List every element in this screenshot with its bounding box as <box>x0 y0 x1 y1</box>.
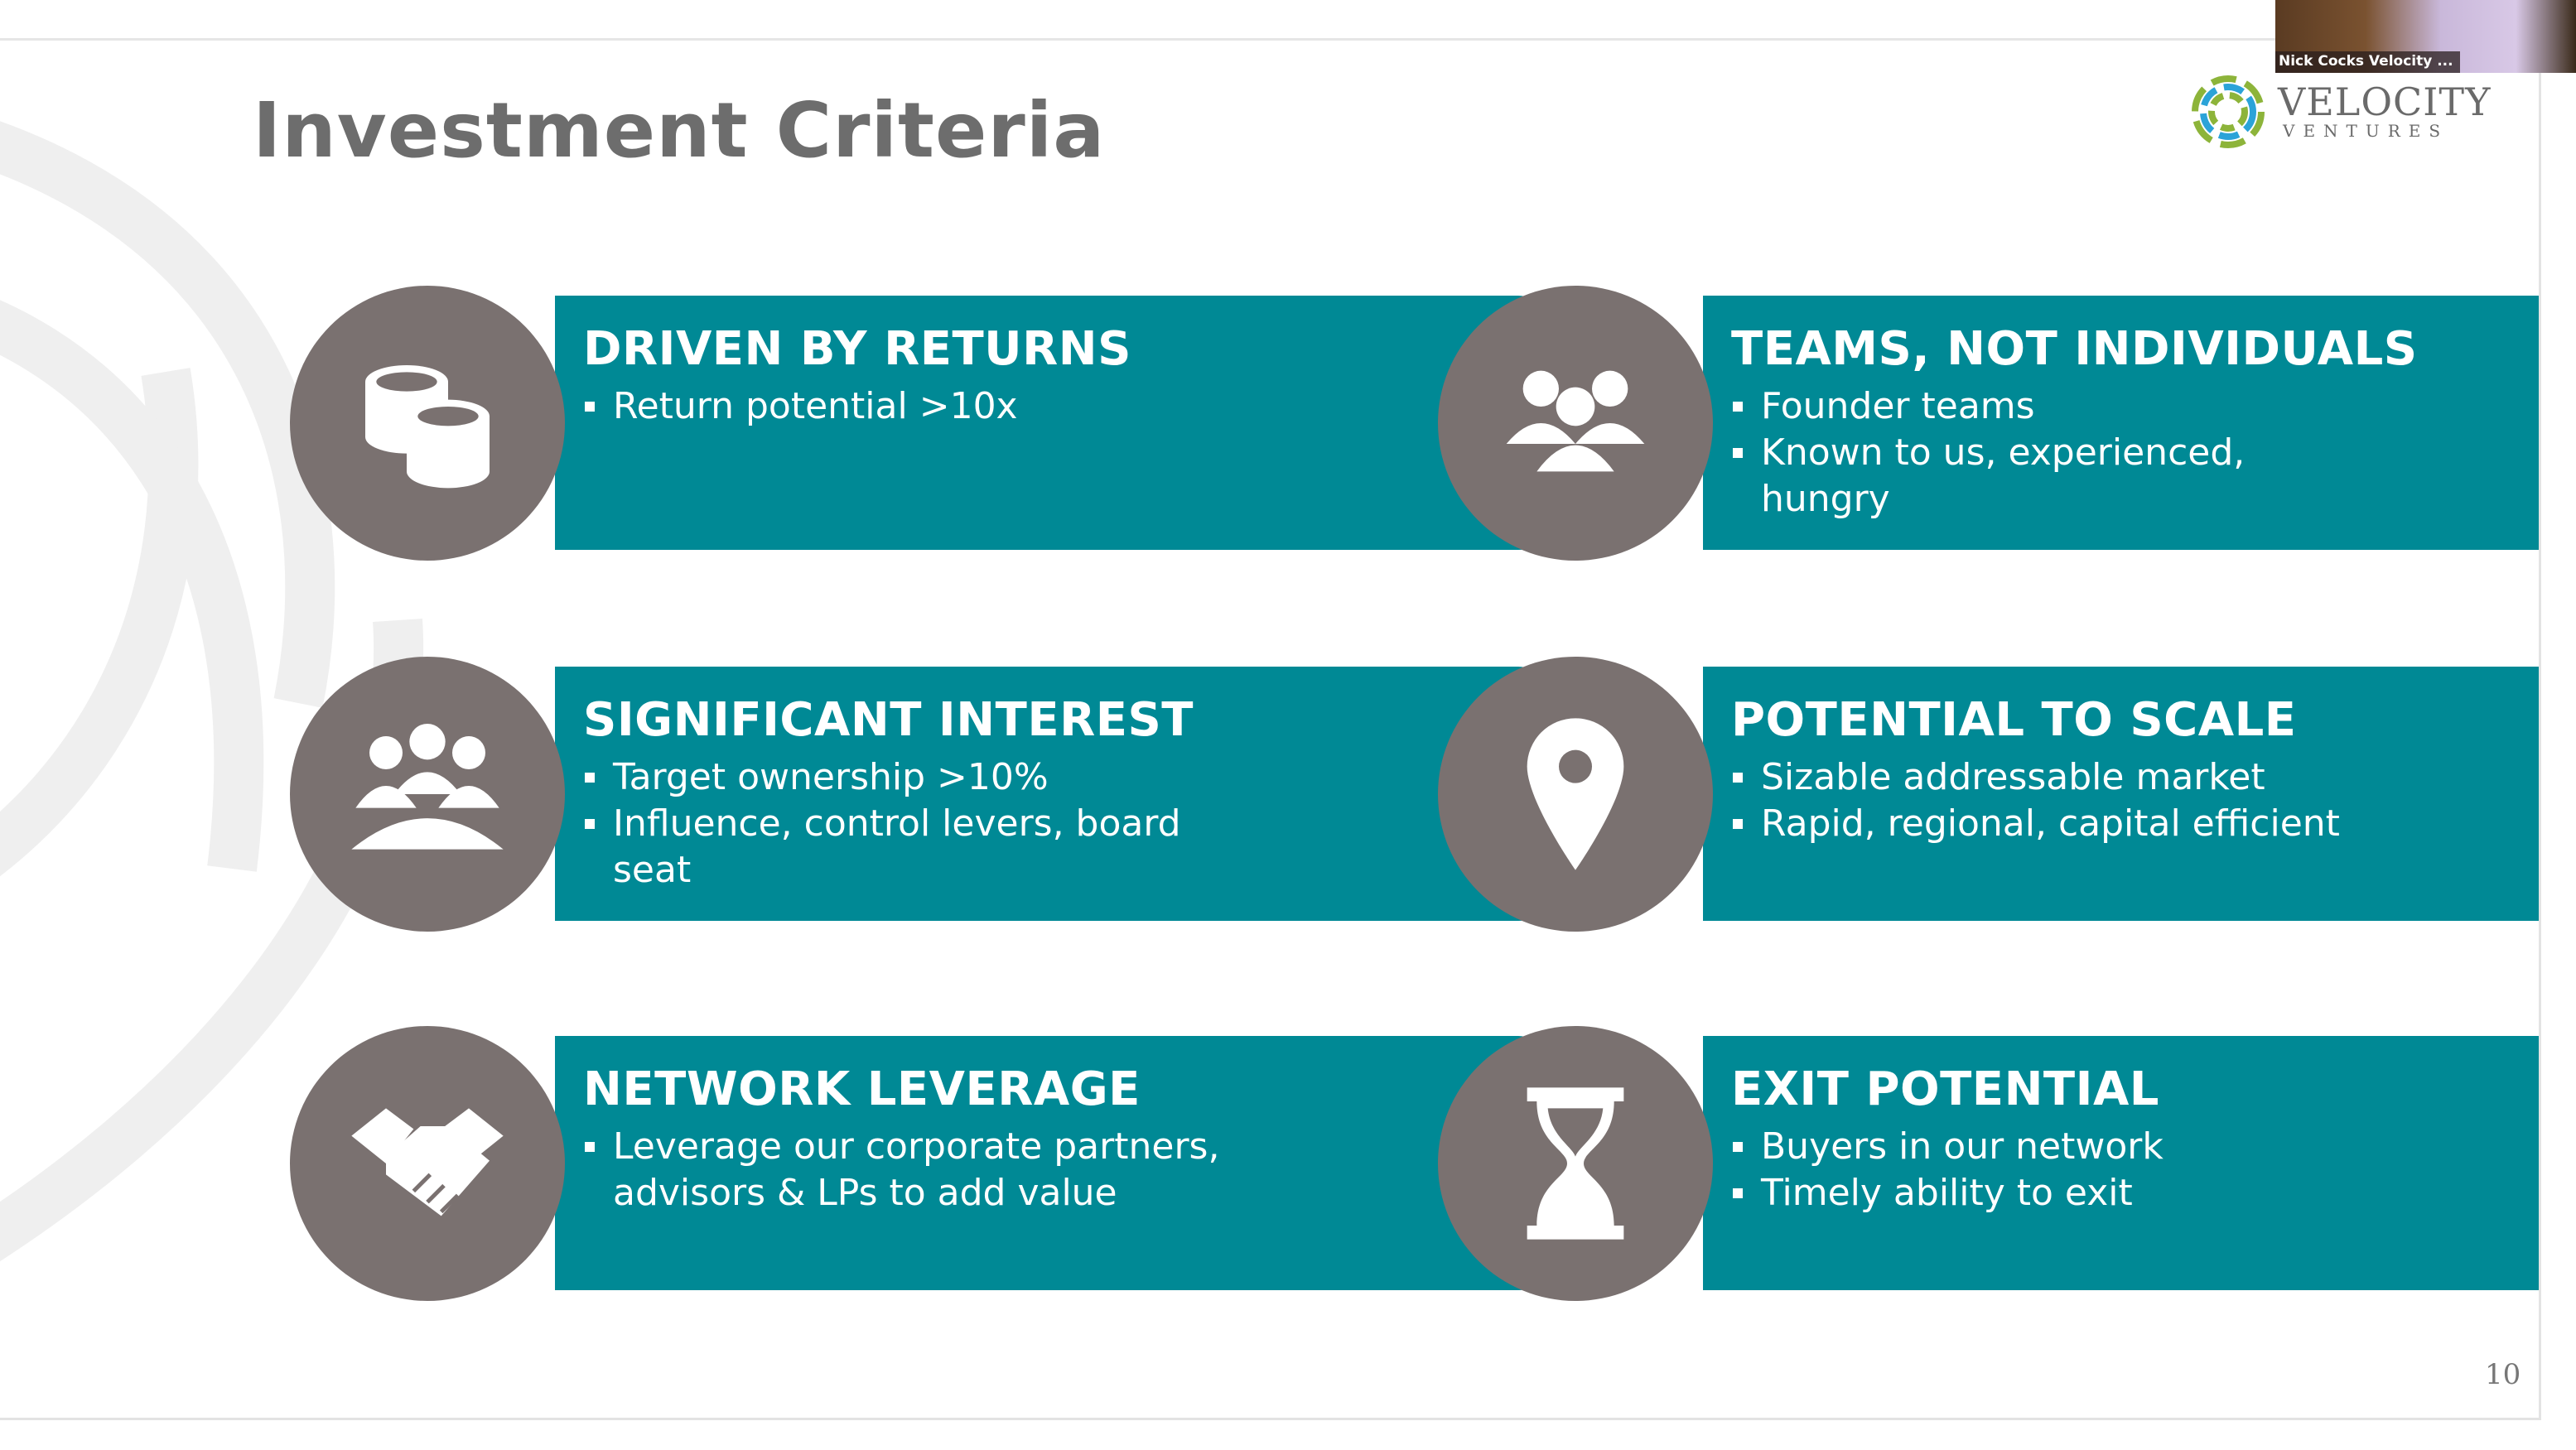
card-text: NETWORK LEVERAGE Leverage our corporate … <box>583 1061 1229 1216</box>
bullet-item: Timely ability to exit <box>1731 1170 2164 1216</box>
card-heading: SIGNIFICANT INTEREST <box>583 693 1194 747</box>
logo-tagline: VENTURES <box>2283 121 2449 141</box>
bullet-list: Leverage our corporate partners, advisor… <box>583 1124 1229 1216</box>
participant-video-thumbnail[interactable]: Nick Cocks Velocity ... <box>2275 0 2576 73</box>
icon-circle <box>1438 657 1713 932</box>
criteria-card-network-leverage: NETWORK LEVERAGE Leverage our corporate … <box>290 1026 1551 1301</box>
card-heading: DRIVEN BY RETURNS <box>583 322 1131 376</box>
icon-circle <box>290 1026 565 1301</box>
criteria-card-driven-by-returns: DRIVEN BY RETURNS Return potential >10x <box>290 286 1551 561</box>
card-text: POTENTIAL TO SCALE Sizable addressable m… <box>1731 691 2340 847</box>
card-background <box>555 667 1551 921</box>
icon-circle <box>290 657 565 932</box>
coins-icon <box>365 365 490 489</box>
bullet-item: Rapid, regional, capital efficient <box>1731 801 2340 847</box>
bullet-item: Influence, control levers, board seat <box>583 801 1229 894</box>
icon-circle <box>1438 1026 1713 1301</box>
card-background <box>1703 296 2539 550</box>
hourglass-icon <box>1527 1087 1624 1240</box>
velocity-ventures-logo: VELOCITY VENTURES <box>2187 70 2491 153</box>
top-divider <box>0 38 2576 41</box>
bullet-list: Target ownership >10%Influence, control … <box>583 754 1229 894</box>
bullet-item: Target ownership >10% <box>583 754 1229 801</box>
bullet-item: Founder teams <box>1731 383 2377 430</box>
map-pin-icon <box>1527 718 1624 870</box>
handshake-icon <box>351 1108 504 1216</box>
slide: Investment Criteria VELOCITY VENTURES DR… <box>0 41 2541 1420</box>
card-text: DRIVEN BY RETURNS Return potential >10x <box>583 320 1131 430</box>
card-heading: EXIT POTENTIAL <box>1731 1062 2159 1116</box>
icon-circle <box>290 286 565 561</box>
card-heading: TEAMS, NOT INDIVIDUALS <box>1731 322 2418 376</box>
page-number: 10 <box>2485 1358 2521 1391</box>
card-heading: NETWORK LEVERAGE <box>583 1062 1141 1116</box>
card-heading: POTENTIAL TO SCALE <box>1731 693 2297 747</box>
bullet-item: Leverage our corporate partners, advisor… <box>583 1124 1229 1216</box>
bullet-item: Return potential >10x <box>583 383 1131 430</box>
swirl-logo-icon <box>2192 75 2265 148</box>
bullet-list: Return potential >10x <box>583 383 1131 430</box>
card-background <box>555 296 1551 550</box>
card-background <box>1703 667 2539 921</box>
slide-title: Investment Criteria <box>253 86 1106 175</box>
team-icon <box>1506 370 1645 472</box>
bullet-item: Buyers in our network <box>1731 1124 2164 1170</box>
card-text: SIGNIFICANT INTEREST Target ownership >1… <box>583 691 1229 894</box>
logo-name: VELOCITY <box>2278 79 2492 124</box>
criteria-card-potential-to-scale: POTENTIAL TO SCALE Sizable addressable m… <box>1438 657 2539 932</box>
bullet-item: Known to us, experienced, hungry <box>1731 430 2377 523</box>
participant-name: Nick Cocks Velocity ... <box>2275 51 2460 73</box>
criteria-card-significant-interest: SIGNIFICANT INTEREST Target ownership >1… <box>290 657 1551 932</box>
icon-circle <box>1438 286 1713 561</box>
card-background <box>1703 1036 2539 1290</box>
board-meeting-icon <box>351 724 504 850</box>
bullet-item: Sizable addressable market <box>1731 754 2340 801</box>
card-background <box>555 1036 1551 1290</box>
